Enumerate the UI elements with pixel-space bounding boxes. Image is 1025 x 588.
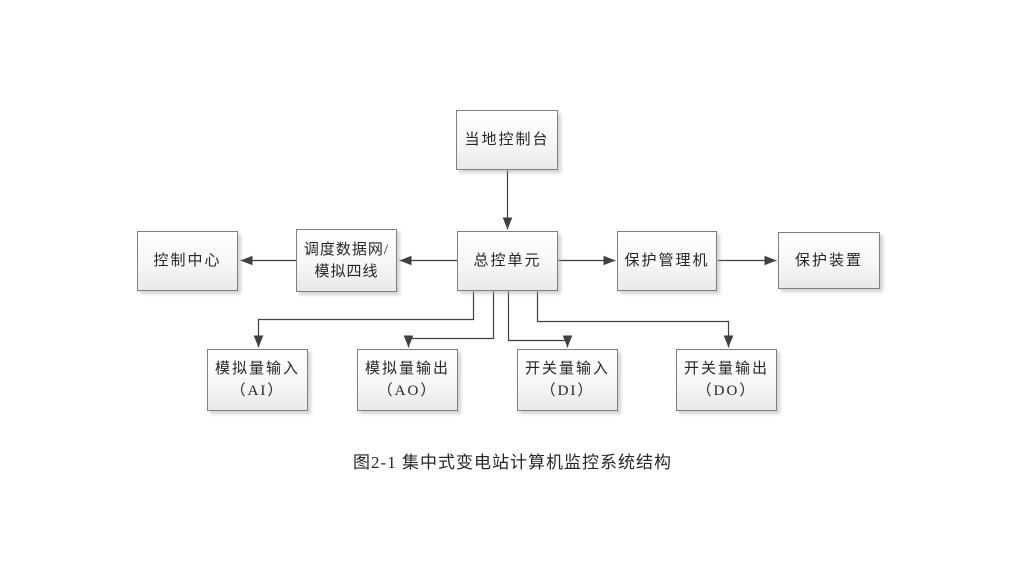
node-local-control-console: 当地控制台 xyxy=(456,110,558,170)
node-label-line1: 模拟量输出 xyxy=(364,361,450,377)
node-label: 控制中心 xyxy=(153,253,222,269)
node-analog-input: 模拟量输入 （AI） xyxy=(207,349,308,411)
node-digital-output: 开关量输出 （DO） xyxy=(676,349,777,411)
node-label: 保护管理机 xyxy=(624,253,710,269)
connector-master-unit-to-digital-output xyxy=(536,291,734,348)
node-label-line2: 模拟四线 xyxy=(314,263,379,280)
node-label: 当地控制台 xyxy=(464,132,550,148)
diagram-caption: 图2-1 集中式变电站计算机监控系统结构 xyxy=(353,453,672,472)
node-label-line2: （DI） xyxy=(540,383,595,399)
node-label: 保护装置 xyxy=(794,252,863,269)
node-protection-device: 保护装置 xyxy=(778,232,880,289)
node-protection-manager: 保护管理机 xyxy=(617,231,717,291)
node-master-control-unit: 总控单元 xyxy=(457,231,558,291)
node-dispatch-data-network: 调度数据网/ 模拟四线 xyxy=(296,229,397,292)
node-label-line1: 调度数据网/ xyxy=(303,241,390,258)
node-label: 总控单元 xyxy=(473,253,542,269)
node-digital-input: 开关量输入 （DI） xyxy=(517,349,618,411)
node-analog-output: 模拟量输出 （AO） xyxy=(357,349,458,411)
connector-master-unit-to-analog-output xyxy=(403,291,495,348)
connector-master-unit-to-analog-input xyxy=(253,291,475,348)
node-label-line2: （DO） xyxy=(696,383,757,399)
node-label-line1: 开关量输入 xyxy=(524,361,610,377)
node-label-line1: 开关量输出 xyxy=(683,361,769,377)
node-label-line2: （AI） xyxy=(230,383,285,399)
node-label-line2: （AO） xyxy=(377,383,438,399)
node-control-center: 控制中心 xyxy=(137,231,238,291)
node-label-line1: 模拟量输入 xyxy=(214,361,300,377)
connector-master-unit-to-digital-input xyxy=(507,291,573,348)
